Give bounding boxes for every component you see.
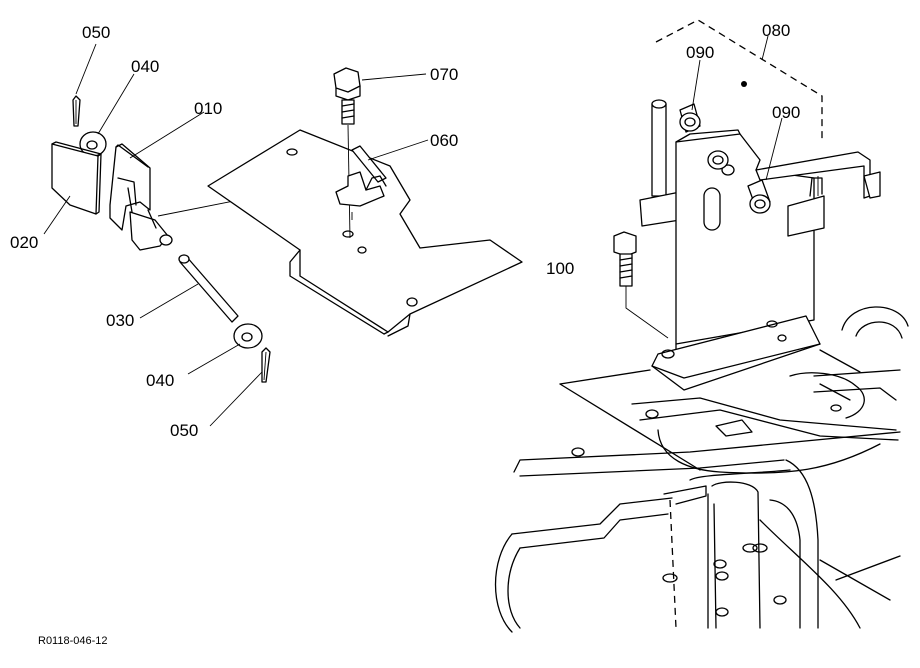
main-bracket [639,129,821,391]
label-070: 070 [430,65,458,84]
cotter-pin-bottom [261,347,271,383]
pin-030 [178,254,239,323]
label-050-top: 050 [82,23,110,42]
label-010: 010 [194,99,222,118]
label-040-top: 040 [131,57,159,76]
cotter-pin-top [72,95,81,127]
label-090-right: 090 [772,103,800,122]
spacer-090-left [679,103,701,133]
bracket-arm [755,151,881,199]
label-060: 060 [430,131,458,150]
label-020: 020 [10,233,38,252]
drawing-number: R0118-046-12 [38,635,108,647]
leader-lines [43,35,783,427]
vertical-rod [651,99,667,197]
bolt-070 [333,67,361,125]
switch-block [787,177,825,237]
label-040-bottom: 040 [146,371,174,390]
spacer-090-right [747,179,771,214]
label-090-left: 090 [686,43,714,62]
label-080: 080 [762,21,790,40]
lever-bracket-010 [109,143,173,251]
label-100: 100 [546,259,574,278]
assembly-080-outline [655,19,823,140]
bolt-100 [613,231,669,339]
spacer-090-center [707,150,729,170]
rivet-dot [741,81,747,87]
clip-060 [335,145,387,220]
washer-bottom [233,323,263,349]
label-030: 030 [106,311,134,330]
engine-block [494,306,909,633]
label-050-bottom: 050 [170,421,198,440]
plate-020 [51,141,102,215]
